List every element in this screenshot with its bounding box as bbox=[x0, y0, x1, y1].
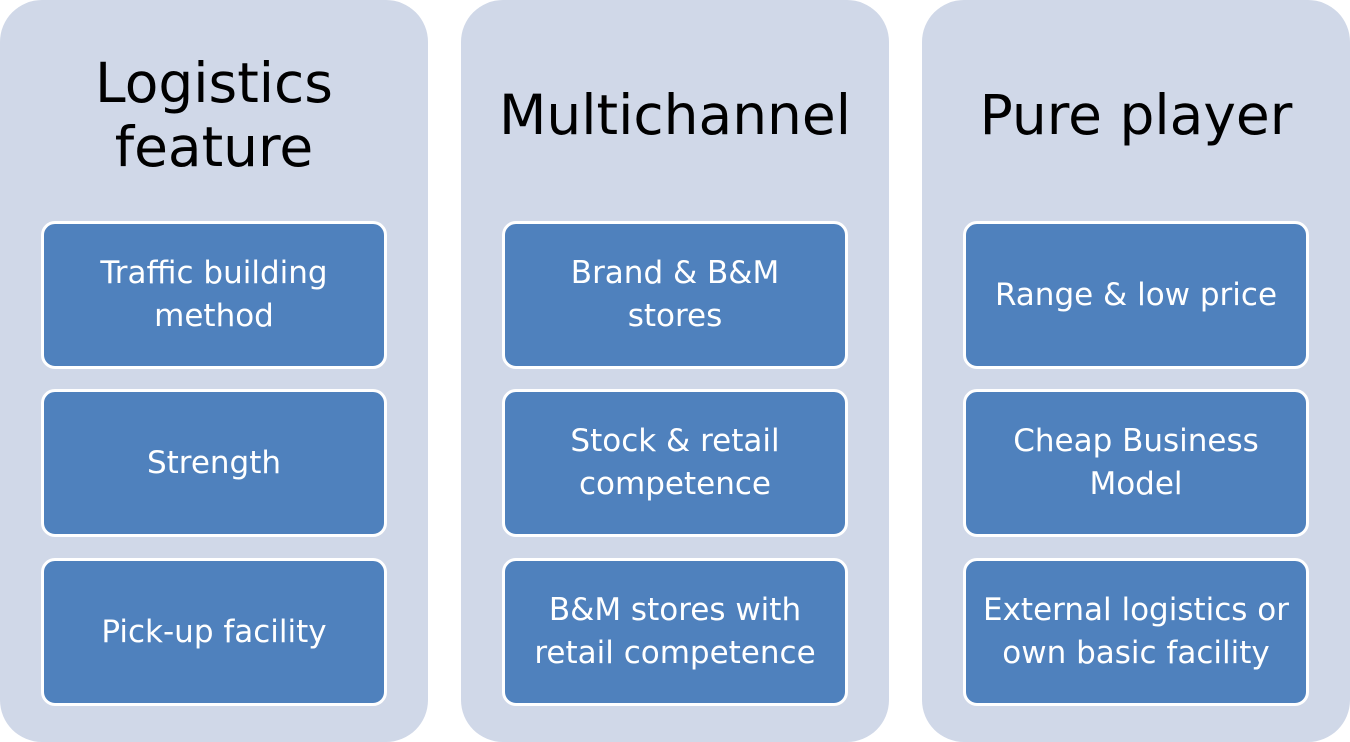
card-pick-up-facility: Pick-up facility bbox=[41, 558, 387, 706]
column-multichannel: Multichannel Brand & B&M stores Stock & … bbox=[461, 0, 889, 742]
column-pure-player: Pure player Range & low price Cheap Busi… bbox=[922, 0, 1350, 742]
card-range-low-price: Range & low price bbox=[963, 221, 1309, 369]
column-title: Logistics feature bbox=[95, 51, 333, 179]
card-external-logistics: External logistics or own basic facility bbox=[963, 558, 1309, 706]
column-title: Multichannel bbox=[498, 83, 852, 147]
card-traffic-building-method: Traffic building method bbox=[41, 221, 387, 369]
column-title: Pure player bbox=[979, 83, 1293, 147]
card-brand-bm-stores: Brand & B&M stores bbox=[502, 221, 848, 369]
card-bm-stores-retail-competence: B&M stores with retail competence bbox=[502, 558, 848, 706]
column-logistics-feature: Logistics feature Traffic building metho… bbox=[0, 0, 428, 742]
card-strength: Strength bbox=[41, 389, 387, 537]
card-stock-retail-competence: Stock & retail competence bbox=[502, 389, 848, 537]
card-cheap-business-model: Cheap Business Model bbox=[963, 389, 1309, 537]
